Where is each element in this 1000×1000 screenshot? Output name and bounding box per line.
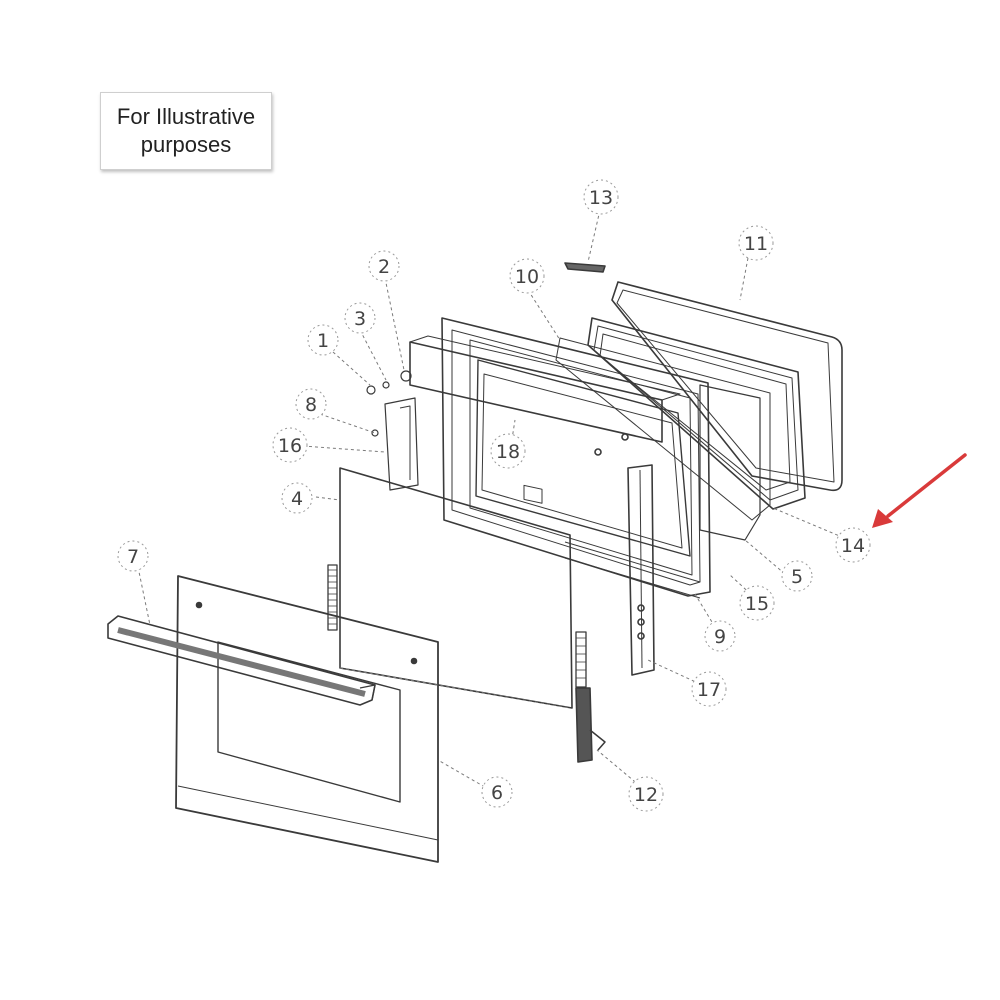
part-17-hinge-channel	[627, 464, 655, 676]
illustrative-note: For Illustrative purposes	[100, 92, 272, 170]
part-18-top-shield	[409, 335, 681, 504]
callout-9: 9	[714, 626, 726, 648]
callout-15: 15	[745, 593, 769, 615]
callout-7: 7	[127, 546, 139, 568]
callout-13: 13	[589, 187, 613, 209]
part-10-inner-glass-pack	[555, 317, 806, 521]
part-12-hinge	[575, 631, 606, 763]
callout-5: 5	[791, 566, 803, 588]
part-16-spring	[327, 564, 338, 631]
callout-17: 17	[697, 679, 721, 701]
callout-8: 8	[305, 394, 317, 416]
illustrative-note-text: For Illustrative purposes	[116, 104, 256, 157]
screws	[366, 370, 412, 437]
part-4-inner-panel	[339, 467, 573, 709]
callout-11: 11	[744, 233, 768, 255]
part-13-clip	[564, 262, 606, 273]
part-5-glass-panel	[699, 384, 761, 541]
callout-10: 10	[515, 266, 539, 288]
part-7-handle	[107, 615, 376, 706]
callout-6: 6	[491, 782, 503, 804]
callout-12: 12	[634, 784, 658, 806]
callout-4: 4	[291, 488, 303, 510]
callout-3: 3	[354, 308, 366, 330]
leader-lines	[137, 209, 850, 791]
callout-labels: 1 2 3 4 5 6 7 8 9 10 11 12 13 14 15 16 1…	[127, 187, 865, 806]
highlight-arrow	[872, 453, 967, 528]
callout-2: 2	[378, 256, 390, 278]
callout-14: 14	[841, 535, 865, 557]
part-8-left-bracket	[384, 397, 419, 491]
part-11-rear-glass	[611, 281, 843, 492]
callout-16: 16	[278, 435, 302, 457]
callout-circles	[117, 179, 871, 812]
callout-1: 1	[317, 330, 329, 352]
callout-18: 18	[496, 441, 520, 463]
part-6-outer-door-panel	[175, 575, 439, 863]
part-9-door-frame	[441, 317, 711, 599]
